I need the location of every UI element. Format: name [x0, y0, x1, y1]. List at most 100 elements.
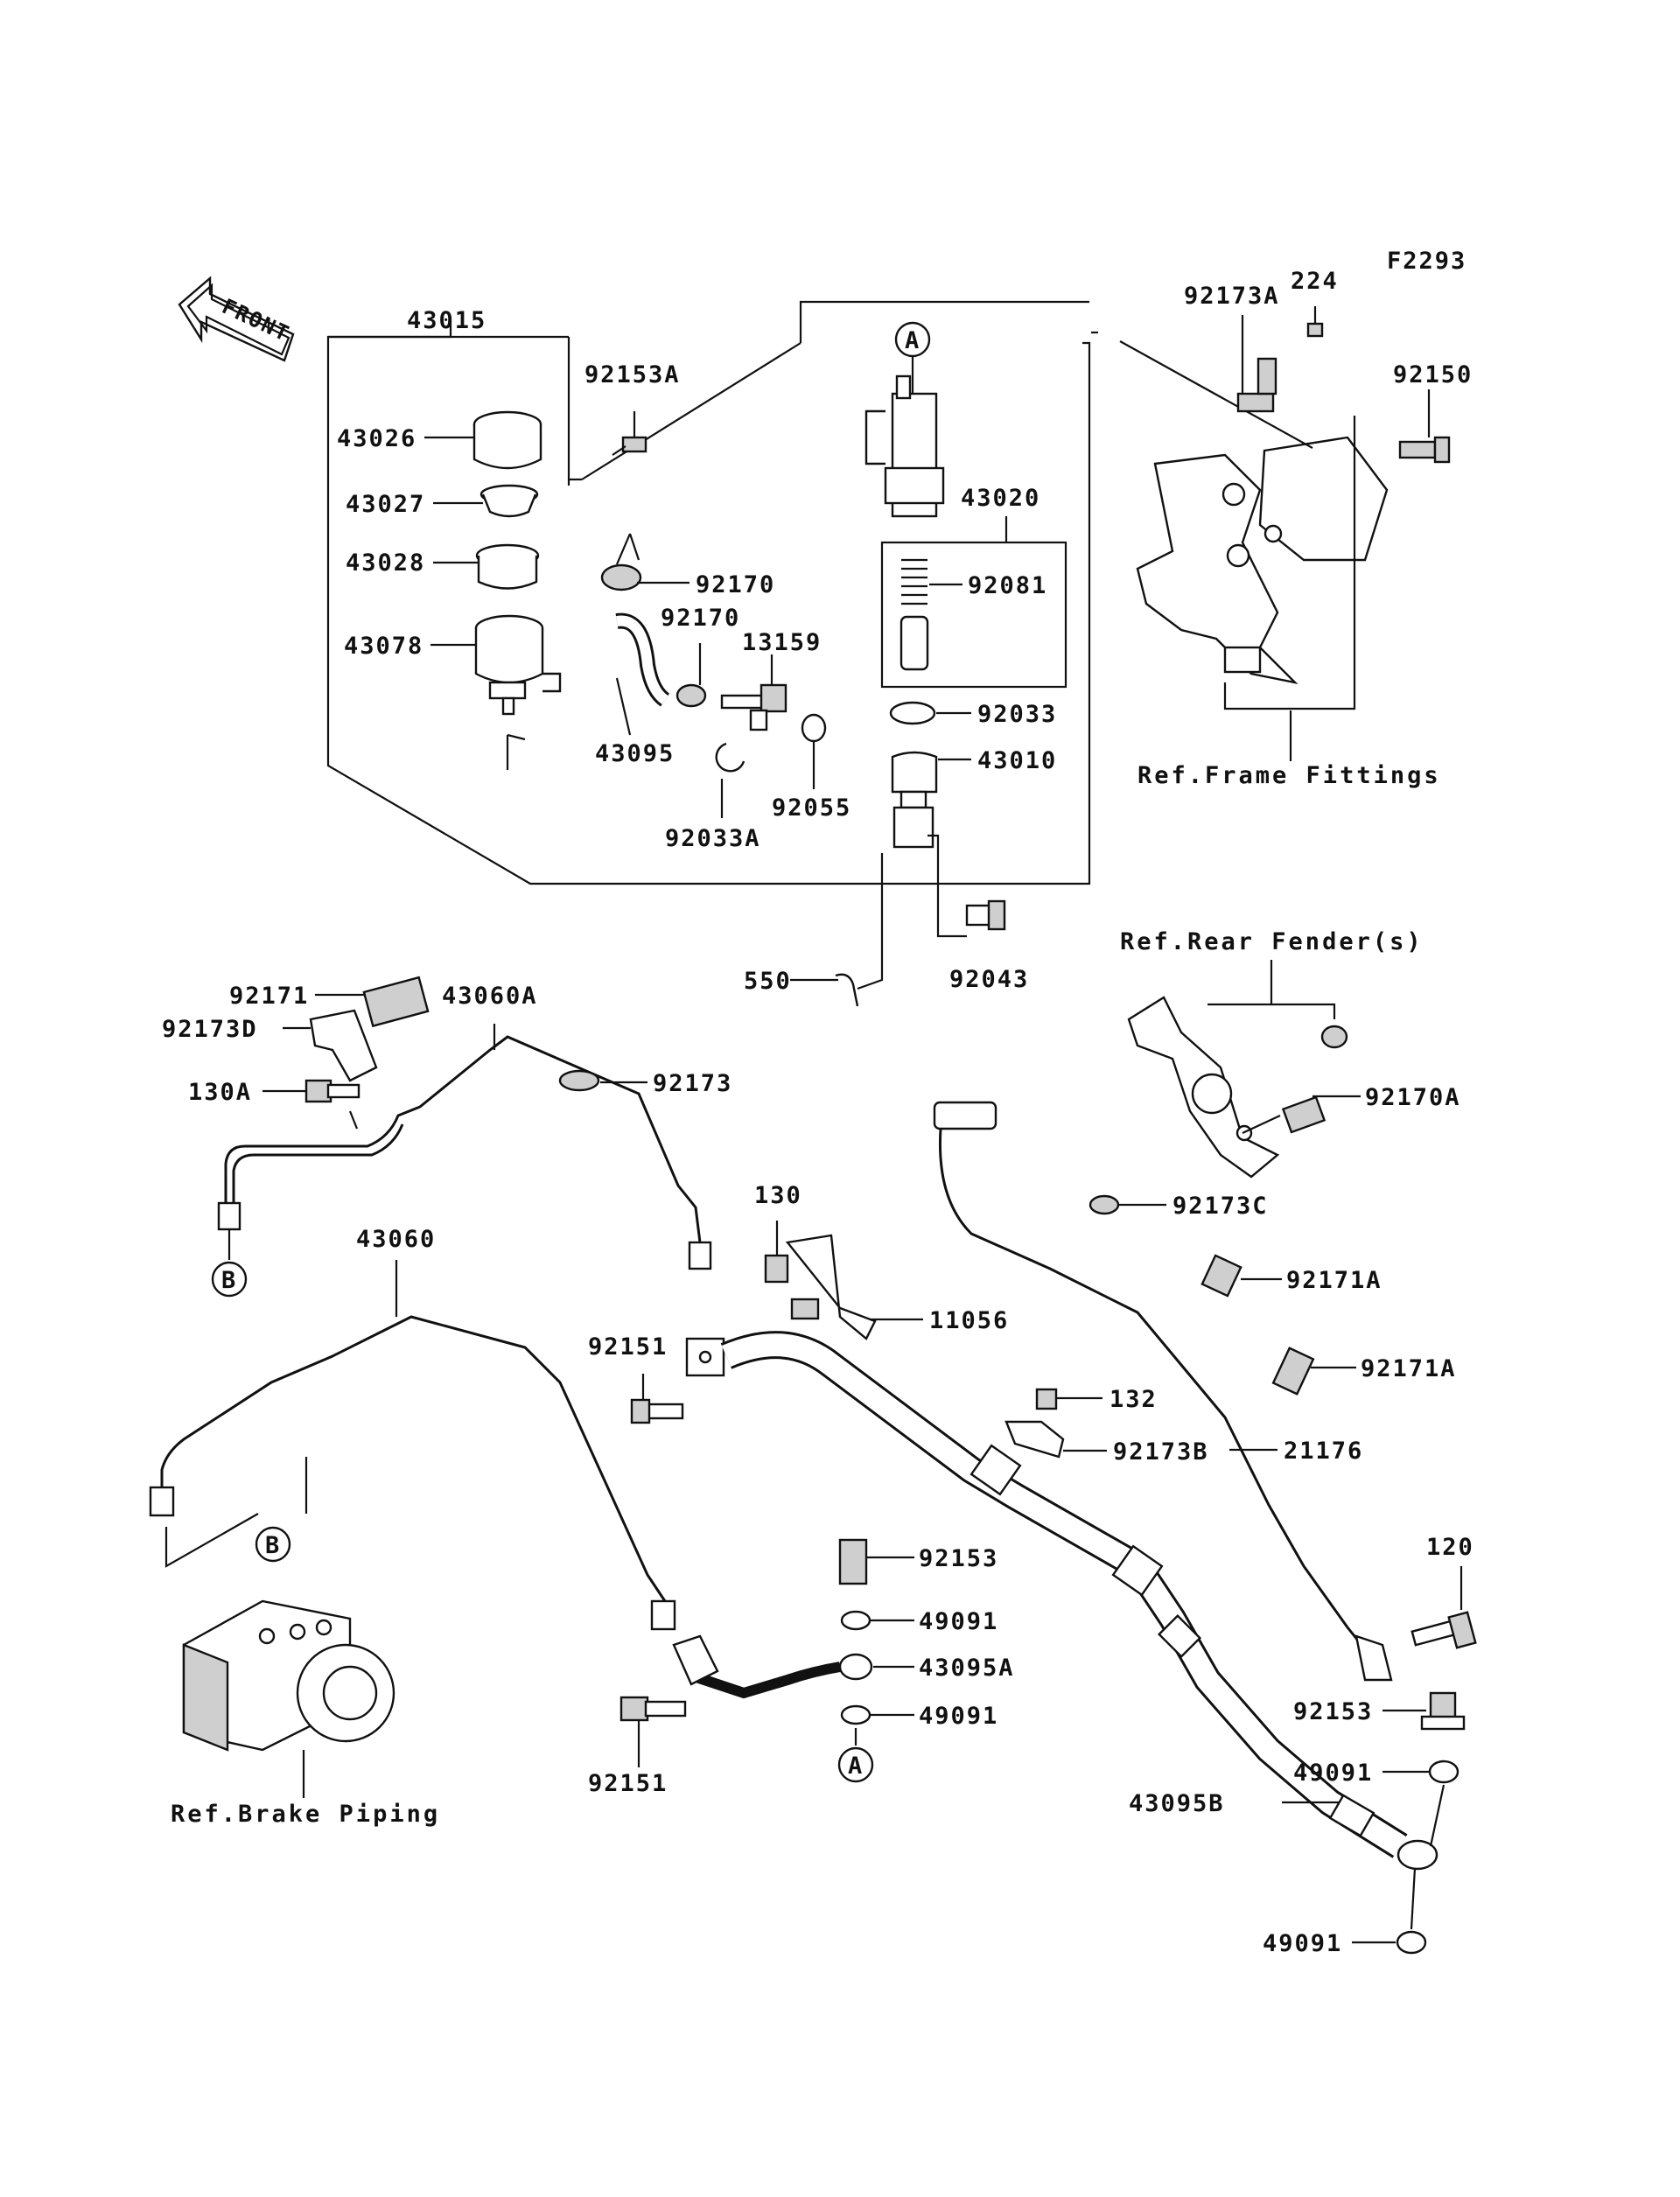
label-43095A: 43095A: [919, 1655, 1015, 1682]
label-92173A: 92173A: [1184, 283, 1280, 310]
bracket-11056-nut: [790, 1298, 820, 1320]
callout-a-top: [894, 321, 931, 358]
label-92173B: 92173B: [1113, 1438, 1209, 1466]
bolt-130A: [304, 1079, 360, 1103]
brake-pipe-43060: [160, 1315, 667, 1602]
sensor-cable-21176: [933, 1101, 1393, 1682]
screw-224: [1306, 322, 1324, 338]
cotter-pin-550: [835, 973, 859, 1007]
label-92043: 92043: [949, 966, 1029, 993]
label-43027: 43027: [346, 491, 425, 518]
washer-49091-lower-upper: [1428, 1760, 1460, 1784]
label-92033: 92033: [977, 701, 1057, 728]
reservoir-cap: [472, 410, 542, 470]
label-550: 550: [744, 968, 792, 995]
clamp-92173C: [1088, 1194, 1120, 1215]
banjo-bolt-92153-lower: [1420, 1691, 1466, 1731]
circlip-92033: [889, 701, 936, 725]
label-13159: 13159: [742, 629, 822, 656]
label-49091-upper: 49091: [919, 1608, 998, 1635]
clamp-92171: [362, 976, 430, 1028]
label-43060A: 43060A: [442, 983, 538, 1010]
callout-b-left-label: B: [221, 1267, 237, 1294]
pipe-nut-43060-left: [149, 1486, 175, 1517]
label-92153-upper: 92153: [919, 1545, 998, 1572]
label-43095B: 43095B: [1129, 1790, 1225, 1817]
callout-b-abs-label: B: [265, 1532, 281, 1559]
piston-kit-box: [880, 541, 1068, 689]
diaphragm: [475, 543, 540, 590]
label-92173: 92173: [653, 1070, 732, 1097]
bolt-92151-lower: [620, 1696, 687, 1722]
label-92171A-b: 92171A: [1361, 1355, 1457, 1382]
bolt-132: [1035, 1388, 1058, 1410]
label-21176: 21176: [1284, 1438, 1363, 1465]
callout-a-bottom-label: A: [848, 1753, 864, 1780]
pipe-nut-43060-right: [650, 1599, 676, 1631]
label-92151-lower: 92151: [588, 1770, 668, 1797]
washer-49091-bottom: [1396, 1930, 1427, 1955]
label-49091-lower-upper: 49091: [1293, 1760, 1373, 1787]
clip-92173: [558, 1069, 600, 1092]
label-43095: 43095: [595, 740, 675, 767]
label-224: 224: [1291, 268, 1339, 295]
label-43010: 43010: [977, 747, 1057, 774]
label-43015: 43015: [407, 307, 486, 334]
circlip-92033A: [715, 742, 746, 773]
clamp-92170A: [1281, 1095, 1326, 1134]
ref-rear-fender: Ref.Rear Fender(s): [1120, 928, 1424, 955]
label-92173D: 92173D: [162, 1016, 258, 1043]
washer-49091-mid: [840, 1704, 872, 1725]
label-92081: 92081: [968, 572, 1047, 599]
bolt-120: [1410, 1611, 1477, 1649]
diagram-code: F2293: [1387, 248, 1466, 275]
label-92173C: 92173C: [1172, 1193, 1269, 1220]
reservoir-tank: [474, 614, 562, 770]
clamp-92173D: [309, 1009, 378, 1082]
label-92055: 92055: [772, 794, 851, 822]
footrest-bracket: [1136, 436, 1389, 684]
label-92151-upper: 92151: [588, 1333, 668, 1361]
label-43020: 43020: [961, 485, 1040, 512]
pipe-nut-43060A-right: [688, 1241, 712, 1270]
rear-fender-bracket: [1127, 996, 1280, 1179]
clamp-92171A-a: [1200, 1254, 1242, 1298]
label-92171A-a: 92171A: [1286, 1267, 1382, 1294]
callout-a-top-label: A: [905, 327, 920, 354]
label-92033A: 92033A: [665, 825, 761, 852]
label-43078: 43078: [344, 633, 424, 660]
diaphragm-plate: [480, 484, 539, 518]
pipe-union: [672, 1634, 719, 1686]
reservoir-assembly-group: [326, 300, 1091, 885]
ref-frame-fittings: Ref.Frame Fittings: [1138, 762, 1441, 789]
label-11056: 11056: [929, 1307, 1009, 1334]
label-120: 120: [1426, 1534, 1474, 1561]
callout-a-bottom: [837, 1746, 874, 1783]
label-130: 130: [754, 1182, 802, 1209]
label-49091-bottom: 49091: [1263, 1930, 1342, 1957]
label-92153A: 92153A: [584, 361, 681, 388]
label-92150: 92150: [1393, 361, 1473, 388]
brake-pipe-43060A: [224, 1035, 702, 1243]
label-43060: 43060: [356, 1226, 436, 1253]
front-arrow-icon: FRONT: [178, 276, 295, 362]
bolt-92151-upper: [630, 1398, 684, 1424]
label-132: 132: [1110, 1386, 1158, 1413]
bolt-92153A: [612, 436, 648, 456]
banjo-bolt-92153-upper: [838, 1538, 868, 1585]
ref-brake-piping: Ref.Brake Piping: [171, 1801, 440, 1828]
bolt-92150: [1398, 436, 1451, 464]
spring-92081: [900, 558, 929, 671]
label-43026: 43026: [337, 425, 416, 452]
bracket-11056: [785, 1234, 877, 1340]
master-cylinder-body: [864, 374, 945, 518]
label-43028: 43028: [346, 549, 425, 577]
nut-rear-fender: [1320, 1025, 1348, 1049]
label-130A: 130A: [188, 1079, 252, 1106]
label-92170-top: 92170: [696, 571, 775, 598]
banjo-hose-43095A: [690, 1653, 873, 1699]
label-92170A: 92170A: [1365, 1084, 1461, 1111]
clamp-92170-top: [600, 533, 642, 591]
pipe-nut-43060A-left: [217, 1201, 242, 1231]
